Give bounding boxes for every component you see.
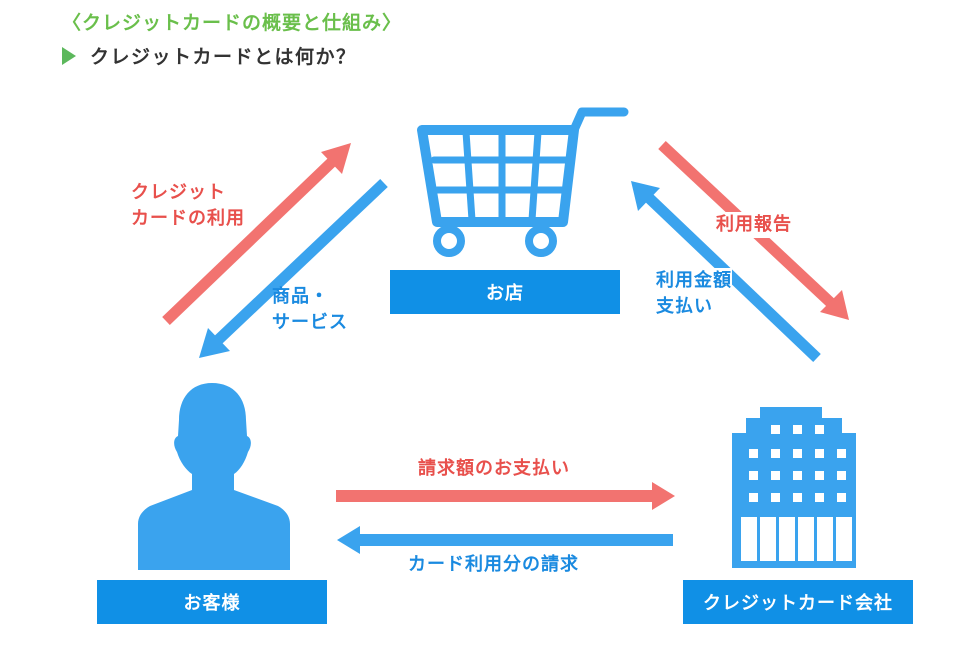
triangle-marker-icon (62, 46, 76, 65)
card-use-line2: カードの利用 (131, 206, 245, 232)
arrow-card-use (162, 143, 351, 325)
usage-report-label: 利用報告 (716, 212, 792, 238)
bill-payment-line1: 請求額のお支払い (418, 458, 570, 479)
shop-label-text: お店 (486, 283, 524, 304)
billing-line1: カード利用分の請求 (408, 554, 579, 575)
card-company-label: クレジットカード会社 (683, 580, 913, 624)
goods-services-line1: 商品・ (272, 286, 329, 307)
goods-services-label: 商品・ サービス (272, 284, 348, 336)
arrow-bill-payment (336, 482, 675, 510)
payment-to-shop-label: 利用金額 支払い (656, 268, 732, 320)
card-use-label: クレジット カードの利用 (131, 180, 245, 232)
page-heading: クレジットカードとは何か？ (62, 42, 357, 69)
payment-to-shop-line2: 支払い (656, 296, 713, 317)
customer-label: お客様 (97, 580, 327, 624)
office-building-icon (732, 407, 856, 568)
goods-services-line2: サービス (272, 312, 348, 333)
section-subtitle: 〈クレジットカードの概要と仕組み〉 (62, 12, 403, 34)
page-title: クレジットカードとは何か？ (90, 46, 357, 68)
card-use-line1: クレジット (131, 182, 226, 203)
arrow-goods-services (199, 179, 388, 358)
customer-label-text: お客様 (183, 593, 241, 614)
bill-payment-label: 請求額のお支払い (418, 456, 570, 482)
usage-report-line1: 利用報告 (716, 214, 792, 235)
person-silhouette-icon (138, 383, 290, 570)
shopping-cart-icon (417, 107, 629, 257)
card-company-label-text: クレジットカード会社 (703, 593, 893, 614)
billing-label: カード利用分の請求 (408, 552, 579, 578)
payment-to-shop-line1: 利用金額 (656, 268, 732, 294)
arrow-payment-to-shop (631, 181, 821, 362)
arrow-billing (337, 526, 673, 554)
shop-label: お店 (390, 270, 620, 314)
